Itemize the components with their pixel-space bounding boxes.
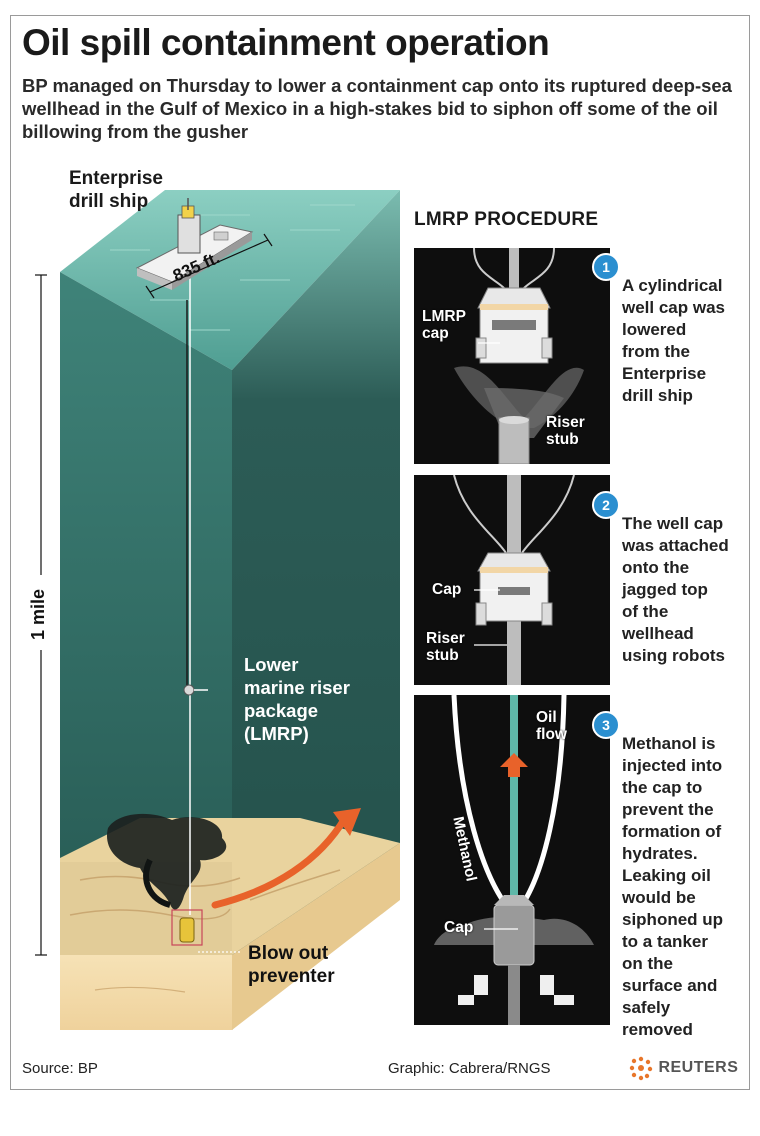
- page-title: Oil spill containment operation: [22, 22, 550, 63]
- step-3-label-oil-flow: Oil flow: [536, 709, 567, 743]
- depth-label: 1 mile: [28, 588, 48, 640]
- sea-surface: [60, 190, 400, 370]
- zoom-arrow: [211, 814, 349, 909]
- step-2-text: The well cap was attached onto the jagge…: [622, 514, 729, 665]
- seabed-side: [232, 843, 400, 1030]
- step-3-panel: Oil flow Methanol Cap: [414, 695, 610, 1025]
- reuters-dots-icon: [629, 1056, 653, 1081]
- procedure-heading: LMRP PROCEDURE: [414, 209, 599, 230]
- distance-line: [149, 239, 269, 293]
- step-1-badge: 1: [592, 253, 620, 281]
- step-3-badge: 3: [592, 711, 620, 739]
- drill-ship: [135, 198, 254, 290]
- lmrp-marker: [183, 684, 195, 696]
- step-1-label-lmrp-cap: LMRP cap: [422, 308, 466, 342]
- ship-label: Enterprise drill ship: [69, 168, 163, 212]
- step-1-text: A cylindrical well cap was lowered from …: [622, 276, 725, 405]
- step-3-label-cap: Cap: [444, 919, 474, 936]
- blow-out-preventer: [179, 917, 195, 943]
- reuters-logo: REUTERS: [628, 1055, 738, 1081]
- lmrp-label: Lower marine riser package (LMRP): [244, 654, 350, 744]
- step-2-label-cap: Cap: [432, 581, 462, 598]
- step-3-text: Methanol is injected into the cap to pre…: [622, 734, 724, 1039]
- source-credit: Source: BP: [22, 1060, 98, 1077]
- oil-plume: [106, 813, 227, 910]
- page-subtitle: BP managed on Thursday to lower a contai…: [22, 75, 732, 142]
- bop-label: Blow out preventer: [248, 943, 335, 987]
- step-1-label-riser-stub: Riser stub: [546, 414, 585, 448]
- step-2-label-riser-stub: Riser stub: [426, 630, 465, 664]
- water-front-face: [60, 272, 232, 858]
- seabed-front: [60, 955, 232, 1030]
- graphic-frame: [10, 15, 750, 1090]
- reuters-wordmark: REUTERS: [658, 1059, 739, 1076]
- step-2-badge: 2: [592, 491, 620, 519]
- step-2-panel: Cap Riser stub: [414, 475, 610, 685]
- graphic-credit: Graphic: Cabrera/RNGS: [388, 1060, 551, 1077]
- step-1-panel: LMRP cap Riser stub: [414, 248, 610, 464]
